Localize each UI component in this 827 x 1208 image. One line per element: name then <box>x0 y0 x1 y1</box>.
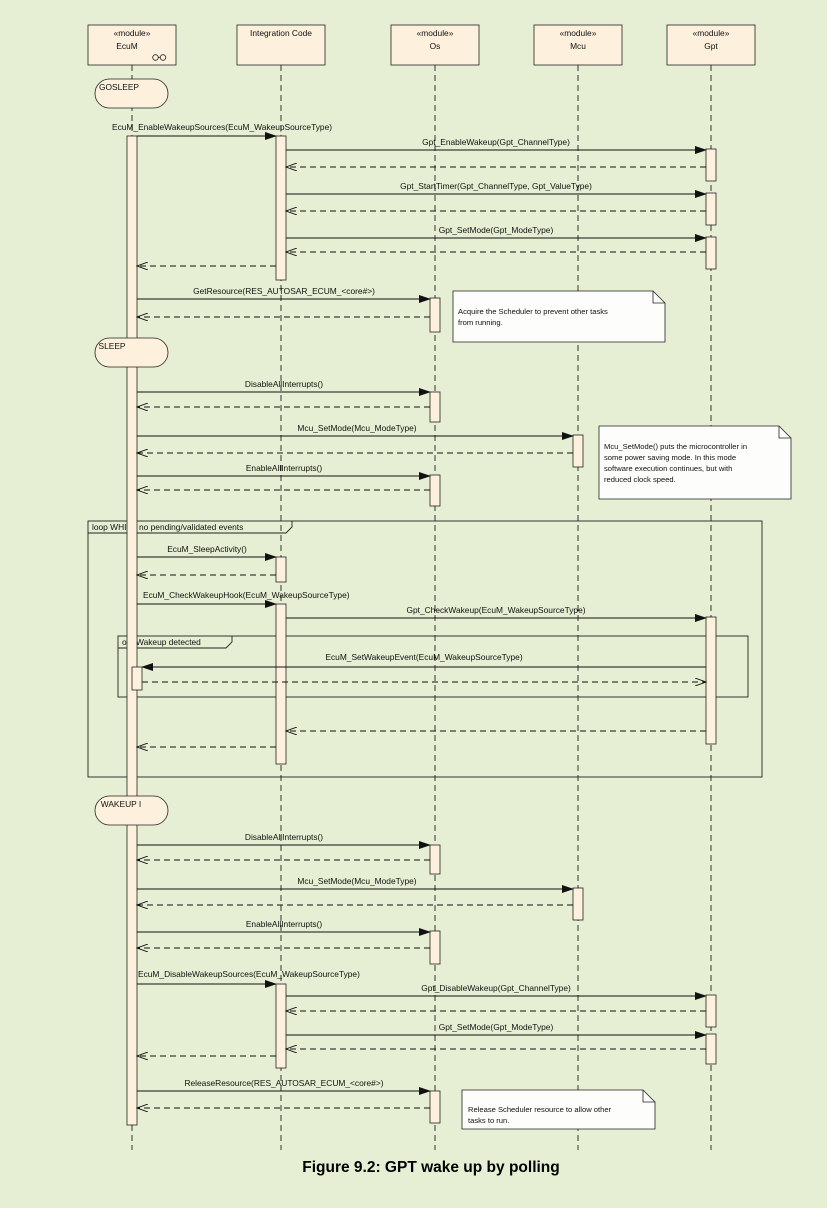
state-sleep-label: SLEEP <box>98 341 125 351</box>
mcu-stereotype: «module» <box>560 28 597 38</box>
label-mcu-set-mode: Mcu_SetMode(Mcu_ModeType) <box>297 423 416 433</box>
label-gpt-disable-wakeup: Gpt_DisableWakeup(Gpt_ChannelType) <box>421 983 571 993</box>
activation-gpt-checkwakeup <box>705 616 717 745</box>
state-gosleep-label: GOSLEEP <box>99 82 139 92</box>
note-release-line-2: tasks to run. <box>468 1116 509 1125</box>
activation-ecum-setwakeup <box>131 666 143 691</box>
label-gpt-enable-wakeup: Gpt_EnableWakeup(Gpt_ChannelType) <box>422 137 570 147</box>
label-get-resource: GetResource(RES_AUTOSAR_ECUM_<core#>) <box>193 286 375 296</box>
note-mcu-line-1: Mcu_SetMode() puts the microcontroller i… <box>604 442 747 451</box>
note-release-line-1: Release Scheduler resource to allow othe… <box>468 1105 612 1114</box>
note-mcu-set-mode: Mcu_SetMode() puts the microcontroller i… <box>598 425 792 500</box>
label-sleep-activity: EcuM_SleepActivity() <box>167 544 247 554</box>
activation-gpt-setmode-2 <box>705 1033 717 1065</box>
activation-os-disable-2 <box>429 844 441 875</box>
loop-fragment: loop WHILE no pending/validated events <box>87 520 763 778</box>
ecum-stereotype: «module» <box>114 28 151 38</box>
label-disable-interrupts: DisableAllInterrupts() <box>245 379 323 389</box>
message-labels: EcuM_EnableWakeupSources(EcuM_WakeupSour… <box>112 122 592 1088</box>
note-mcu-line-4: reduced clock speed. <box>604 475 676 484</box>
label-disable-interrupts-2: DisableAllInterrupts() <box>245 832 323 842</box>
messages <box>137 132 707 1108</box>
activation-integration-enable <box>275 135 287 281</box>
opt-fragment-label: opt Wakeup detected <box>122 637 201 647</box>
ecum-name: EcuM <box>116 41 137 51</box>
fragments: loop WHILE no pending/validated events o… <box>87 520 763 778</box>
state-sleep: SLEEP <box>94 337 169 368</box>
activation-os-getresource <box>429 297 441 333</box>
label-enable-interrupts-2: EnableAllInterrupts() <box>246 919 323 929</box>
state-wakeup-label: WAKEUP I <box>101 799 142 809</box>
label-enable-wakeup-sources: EcuM_EnableWakeupSources(EcuM_WakeupSour… <box>112 122 332 132</box>
lifeline-header-mcu: «module» Mcu <box>533 24 623 66</box>
label-gpt-set-mode: Gpt_SetMode(Gpt_ModeType) <box>439 225 554 235</box>
activation-gpt-disable <box>705 994 717 1028</box>
label-gpt-check-wakeup: Gpt_CheckWakeup(EcuM_WakeupSourceType) <box>406 605 585 615</box>
note-mcu-line-2: some power saving mode. In this mode <box>604 453 736 462</box>
activation-os-enable <box>429 474 441 507</box>
activation-mcu-setmode-2 <box>572 887 584 921</box>
state-wakeup: WAKEUP I <box>94 795 169 826</box>
label-gpt-set-mode-2: Gpt_SetMode(Gpt_ModeType) <box>439 1022 554 1032</box>
label-release-resource: ReleaseResource(RES_AUTOSAR_ECUM_<core#>… <box>184 1078 383 1088</box>
gpt-name: Gpt <box>704 41 718 51</box>
activation-os-disable <box>429 391 441 423</box>
activation-os-release <box>429 1090 441 1124</box>
activation-gpt-starttimer <box>705 192 717 226</box>
activation-integration-disablewakeup <box>275 983 287 1069</box>
label-disable-wakeup-sources: EcuM_DisableWakeupSources(EcuM_WakeupSou… <box>138 969 360 979</box>
activation-bars <box>126 135 717 1126</box>
subsystem-icon <box>152 54 167 61</box>
opt-fragment: opt Wakeup detected <box>117 635 749 698</box>
label-check-wakeup-hook: EcuM_CheckWakeupHook(EcuM_WakeupSourceTy… <box>143 590 350 600</box>
lifeline-headers: «module» EcuM Integration Code «module» … <box>87 24 756 66</box>
loop-fragment-label: loop WHILE no pending/validated events <box>92 522 243 532</box>
note-acquire-line-2: from running. <box>458 318 503 327</box>
states: GOSLEEP SLEEP WAKEUP I <box>94 78 169 826</box>
lifeline-header-ecum: «module» EcuM <box>87 24 177 66</box>
note-mcu-line-3: software execution continues, but with <box>604 464 732 473</box>
mcu-name: Mcu <box>570 41 586 51</box>
activation-gpt-enable <box>705 148 717 182</box>
lifeline-header-os: «module» Os <box>390 24 480 66</box>
note-acquire-scheduler: Acquire the Scheduler to prevent other t… <box>452 290 666 343</box>
notes: Acquire the Scheduler to prevent other t… <box>452 290 792 1130</box>
label-gpt-start-timer: Gpt_StartTimer(Gpt_ChannelType, Gpt_Valu… <box>400 181 592 191</box>
activation-integration-sleep <box>275 556 287 583</box>
label-set-wakeup-event: EcuM_SetWakeupEvent(EcuM_WakeupSourceTyp… <box>325 652 522 662</box>
activation-os-enable-2 <box>429 930 441 965</box>
os-name: Os <box>430 41 441 51</box>
os-stereotype: «module» <box>417 28 454 38</box>
note-release-scheduler: Release Scheduler resource to allow othe… <box>461 1089 656 1130</box>
label-mcu-set-mode-2: Mcu_SetMode(Mcu_ModeType) <box>297 876 416 886</box>
gpt-stereotype: «module» <box>693 28 730 38</box>
activation-integration-checkhook <box>275 603 287 765</box>
figure-caption: Figure 9.2: GPT wake up by polling <box>302 1159 560 1176</box>
label-enable-interrupts: EnableAllInterrupts() <box>246 463 323 473</box>
activation-ecum-main <box>126 135 138 1126</box>
state-gosleep: GOSLEEP <box>94 78 169 109</box>
activation-mcu-setmode <box>572 434 584 468</box>
note-acquire-line-1: Acquire the Scheduler to prevent other t… <box>458 307 608 316</box>
activation-gpt-setmode <box>705 236 717 270</box>
lifeline-header-integration: Integration Code <box>236 24 326 66</box>
lifeline-header-gpt: «module» Gpt <box>666 24 756 66</box>
integration-name: Integration Code <box>250 28 312 38</box>
